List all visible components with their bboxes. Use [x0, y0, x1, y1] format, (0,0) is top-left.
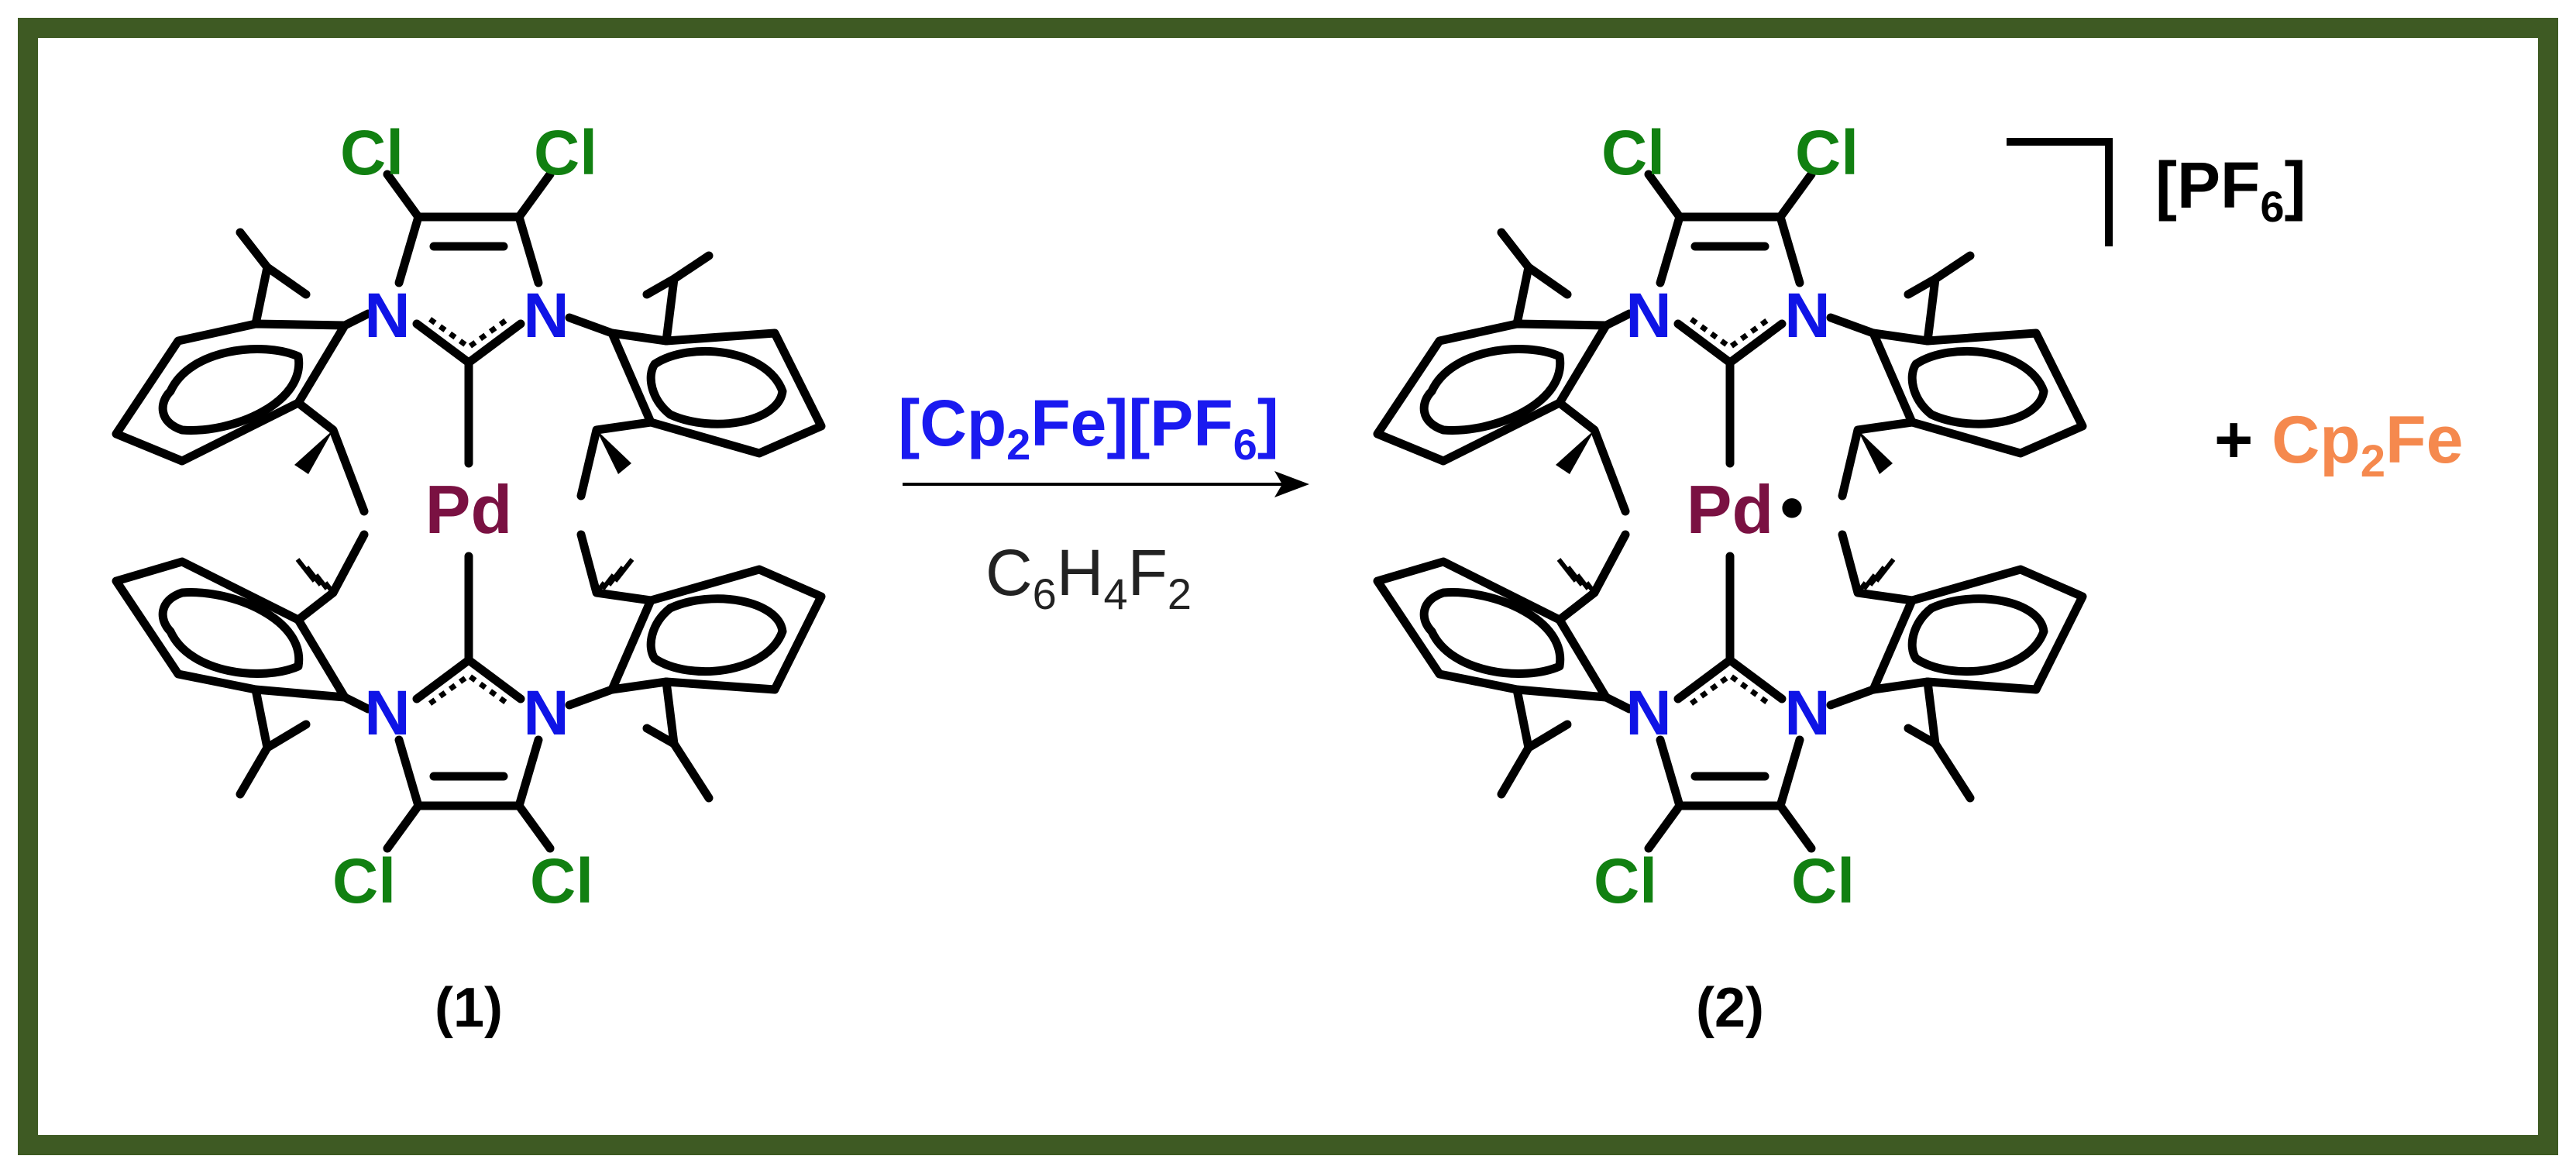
n-aryl-bond: [340, 309, 373, 330]
bottom-ncn-bond: [1725, 655, 1787, 703]
top-ncn-dotted-bond: [428, 317, 510, 351]
aryl-inner-ring: [646, 347, 787, 428]
bottom-ncn-bond: [412, 655, 473, 703]
compound-label-1: (1): [435, 977, 503, 1039]
nitrogen-atom: N: [1625, 678, 1671, 748]
complex-1: Cl Cl N N Pd N N Cl Cl (1): [112, 118, 826, 1039]
nitrogen-atom: N: [364, 280, 410, 351]
bottom-ring-bond: [1644, 801, 1684, 853]
aryl-inner-ring: [1419, 588, 1565, 678]
top-ring-bond: [1644, 170, 1684, 222]
top-ring-bond: [1776, 212, 1804, 287]
isopropyl-bond: [1524, 263, 1572, 299]
top-ring-bond: [1656, 212, 1684, 287]
nitrogen-atom: N: [1625, 280, 1671, 351]
delocalization-dots: [428, 317, 510, 706]
aryl-inner-ring: [1419, 345, 1565, 435]
top-ring-bond: [514, 212, 543, 287]
chlorine-atom: Cl: [332, 846, 396, 917]
top-ring-bond: [394, 212, 423, 287]
wedge-bond: [597, 430, 631, 474]
arrow-head: [1274, 471, 1309, 497]
palladium-atom: Pd: [425, 471, 512, 548]
complex-1-bonds: [112, 170, 826, 853]
nitrogen-atom: N: [1784, 280, 1830, 351]
nitrogen-atom: N: [364, 678, 410, 748]
isopropyl-bond: [263, 720, 311, 752]
n-aryl-bond: [1826, 685, 1878, 710]
isopropyl-bond: [1904, 724, 1940, 748]
oxidant-label: [Cp2Fe][PF6]: [898, 387, 1279, 469]
delocalization-dots: [1689, 317, 1771, 706]
hash-bond: [1556, 558, 1896, 594]
isopropyl-bond: [263, 263, 311, 299]
bottom-ring-bond: [1776, 801, 1816, 853]
aryl-inner-ring: [158, 345, 304, 435]
complex-2: Cl Cl N N Pd • N N Cl Cl (2): [1373, 118, 2087, 1039]
wedge-bond: [1858, 430, 1893, 474]
nitrogen-atom: N: [523, 280, 569, 351]
bottom-ncn-dotted-bond: [428, 672, 510, 706]
chlorine-atom: Cl: [1791, 846, 1855, 917]
n-aryl-bond: [1601, 693, 1634, 714]
n-aryl-bond: [1826, 313, 1878, 338]
n-aryl-bond: [565, 313, 617, 338]
bottom-ncn-bond: [1673, 655, 1735, 703]
aryl-inner-ring: [1907, 594, 2048, 676]
top-ncn-bond: [1673, 319, 1735, 367]
bottom-ring-bond: [514, 801, 555, 853]
n-aryl-bond: [340, 693, 373, 714]
isopropyl-bond: [1904, 274, 1940, 299]
wedge-bond: [1556, 430, 1594, 474]
chlorine-atom: Cl: [530, 846, 593, 917]
wedge-bond: [294, 430, 333, 474]
bottom-ring-bond: [394, 735, 423, 810]
chlorine-atom: Cl: [1601, 118, 1665, 188]
top-ncn-bond: [412, 319, 473, 367]
bottom-ring-bond: [383, 801, 423, 853]
byproduct-label: + Cp2Fe: [2214, 403, 2463, 487]
bottom-ring-bond: [514, 735, 543, 810]
nitrogen-atom: N: [1784, 678, 1830, 748]
bottom-ring-bond: [1776, 735, 1804, 810]
isopropyl-bond: [642, 274, 679, 299]
n-aryl-bond: [565, 685, 617, 710]
bottom-ncn-bond: [464, 655, 525, 703]
top-ring-bond: [514, 170, 555, 222]
charge-bracket: [2007, 138, 2113, 246]
isopropyl-bond: [1524, 720, 1572, 752]
aryl-inner-ring: [1907, 347, 2048, 428]
n-aryl-bond: [1601, 309, 1634, 330]
complex-2-bonds: [1373, 170, 2087, 853]
palladium-atom: Pd: [1687, 471, 1773, 548]
top-ncn-bond: [464, 319, 525, 367]
top-ncn-bond: [1725, 319, 1787, 367]
compound-label-2: (2): [1696, 977, 1764, 1039]
top-ring-bond: [1776, 170, 1816, 222]
bottom-ring-bond: [1656, 735, 1684, 810]
chlorine-atom: Cl: [340, 118, 404, 188]
counterion-label: [PF6]: [2155, 149, 2306, 231]
bottom-ncn-dotted-bond: [1689, 672, 1771, 706]
solvent-label: C6H4F2: [985, 536, 1192, 618]
hash-bond: [295, 558, 635, 594]
chlorine-atom: Cl: [1594, 846, 1657, 917]
radical-dot: •: [1780, 469, 1804, 545]
aryl-inner-ring: [158, 588, 304, 678]
nitrogen-atom: N: [523, 678, 569, 748]
aryl-inner-ring: [646, 594, 787, 676]
top-ring-bond: [383, 170, 423, 222]
reaction-arrow-group: [Cp2Fe][PF6] C6H4F2: [898, 387, 1309, 618]
top-ncn-dotted-bond: [1689, 317, 1771, 351]
isopropyl-bond: [642, 724, 679, 748]
chlorine-atom: Cl: [1795, 118, 1859, 188]
chlorine-atom: Cl: [534, 118, 597, 188]
